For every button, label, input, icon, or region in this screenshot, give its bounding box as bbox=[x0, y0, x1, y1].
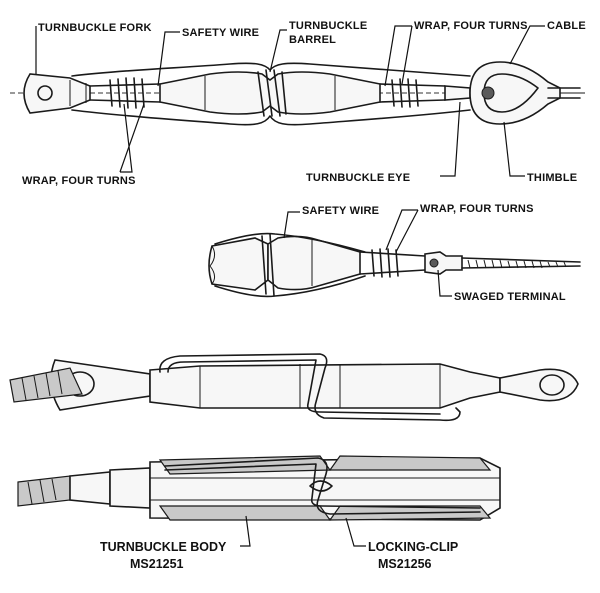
label-ms21256: MS21256 bbox=[378, 557, 432, 571]
safety-wire-fig2 bbox=[214, 232, 366, 298]
label-swaged-terminal: SWAGED TERMINAL bbox=[454, 291, 566, 303]
label-wrap-four-turns-left: WRAP, FOUR TURNS bbox=[22, 175, 136, 187]
turnbuckle-barrel bbox=[159, 71, 381, 115]
turnbuckle-fork bbox=[23, 73, 91, 114]
wrap-coils-right bbox=[379, 78, 446, 108]
label-wrap-four-turns-top: WRAP, FOUR TURNS bbox=[414, 20, 528, 32]
label-cable: CABLE bbox=[547, 20, 586, 32]
figure-swaged-terminal bbox=[208, 232, 581, 298]
turnbuckle-eye-shank bbox=[444, 85, 471, 101]
figure-turnbuckle-safety-wire bbox=[10, 61, 585, 126]
label-ms21251: MS21251 bbox=[130, 557, 184, 571]
locking-clip-cutaway bbox=[164, 457, 481, 515]
label-turnbuckle-fork: TURNBUCKLE FORK bbox=[38, 22, 152, 34]
label-thimble: THIMBLE bbox=[527, 172, 577, 184]
label-turnbuckle: TURNBUCKLE bbox=[289, 20, 367, 32]
wrap-coils-fig2 bbox=[359, 248, 426, 278]
label-safety-wire-fig2: SAFETY WIRE bbox=[302, 205, 379, 217]
wrap-coils-left bbox=[89, 77, 161, 109]
label-wrap-four-turns-mid: WRAP, FOUR TURNS bbox=[420, 203, 534, 215]
locking-clip-exterior bbox=[159, 353, 461, 422]
figure-locking-clip-cutaway bbox=[17, 455, 501, 521]
label-barrel: BARREL bbox=[289, 34, 336, 46]
swaged-terminal bbox=[424, 251, 463, 275]
label-safety-wire: SAFETY WIRE bbox=[182, 27, 259, 39]
cable bbox=[547, 87, 581, 99]
label-turnbuckle-eye: TURNBUCKLE EYE bbox=[306, 172, 410, 184]
figure-locking-clip-exterior bbox=[9, 353, 579, 422]
safety-wire-lower bbox=[71, 109, 471, 126]
label-locking-clip: LOCKING-CLIP bbox=[368, 540, 458, 554]
label-turnbuckle-body: TURNBUCKLE BODY bbox=[100, 540, 227, 554]
